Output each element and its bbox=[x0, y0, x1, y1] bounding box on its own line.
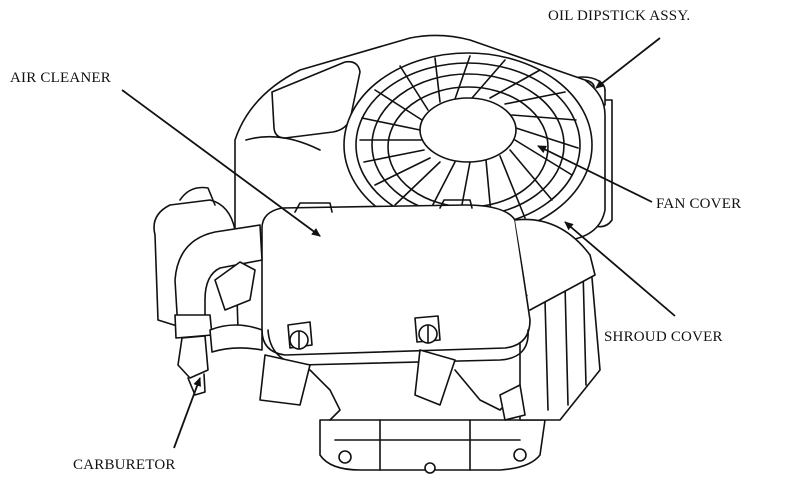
label-shroud-cover: SHROUD COVER bbox=[604, 329, 723, 345]
label-air-cleaner: AIR CLEANER bbox=[10, 70, 111, 86]
leader-air-cleaner bbox=[121, 89, 321, 237]
leader-lines bbox=[121, 37, 676, 449]
leader-shroud-cover bbox=[564, 221, 676, 317]
label-oil-dipstick: OIL DIPSTICK ASSY. bbox=[548, 8, 691, 24]
label-fan-cover: FAN COVER bbox=[656, 196, 742, 212]
label-carburetor: CARBURETOR bbox=[73, 457, 176, 473]
leader-oil-dipstick bbox=[595, 37, 661, 89]
leader-carburetor bbox=[173, 377, 201, 449]
leader-fan-cover bbox=[537, 145, 653, 203]
engine-body bbox=[153, 34, 613, 474]
